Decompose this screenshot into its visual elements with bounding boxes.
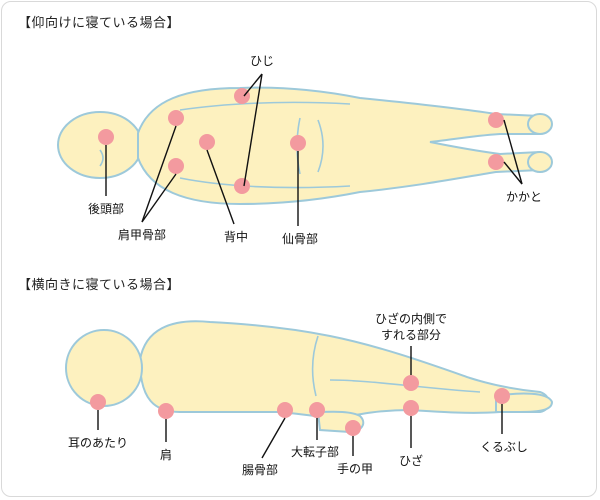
lateral-point-trochanter [309, 402, 325, 418]
label-back-of-hand: 手の甲 [336, 462, 374, 476]
lateral-point-back-of-hand [345, 420, 361, 436]
leader-heel-1 [503, 119, 523, 185]
lateral-point-ilium [277, 402, 293, 418]
supine-point-heel-lower [488, 154, 504, 170]
lateral-head [65, 329, 143, 407]
label-scapula: 肩甲骨部 [117, 228, 167, 242]
leader-elbow-1 [243, 73, 263, 97]
supine-point-scapula-lower [168, 158, 184, 174]
lateral-point-shoulder [158, 403, 174, 419]
supine-point-sacrum [290, 135, 306, 151]
supine-point-scapula-upper [168, 110, 184, 126]
supine-point-occipital [98, 129, 114, 145]
supine-section-title: 【仰向けに寝ている場合】 [18, 16, 181, 31]
label-ankle: くるぶし [480, 440, 528, 454]
supine-foot-lower [527, 151, 553, 173]
supine-point-heel-upper [488, 112, 504, 128]
label-ear: 耳のあたり [67, 436, 129, 450]
supine-arm-upper [179, 101, 351, 111]
supine-ear-line [99, 149, 104, 167]
leader-scapula-1 [141, 125, 177, 223]
supine-arm-lower [179, 177, 351, 189]
supine-point-back [199, 134, 215, 150]
supine-body [137, 86, 550, 206]
supine-hip-line-2 [317, 119, 324, 173]
label-sacrum: 仙骨部 [281, 232, 319, 246]
lateral-point-ear [90, 394, 106, 410]
lateral-section-title: 【横向きに寝ている場合】 [18, 278, 181, 293]
lateral-foot [495, 392, 554, 413]
leader-ilium [261, 417, 286, 459]
lateral-leg-line [329, 379, 481, 393]
label-heel: かかと [505, 190, 543, 204]
label-shoulder: 肩 [159, 448, 173, 462]
label-ilium: 腸骨部 [241, 463, 279, 477]
supine-point-elbow-upper [234, 88, 250, 104]
lateral-body [138, 320, 550, 419]
label-knee: ひざ [398, 454, 424, 468]
label-occipital: 後頭部 [87, 202, 125, 216]
lateral-point-knee-inner [403, 375, 419, 391]
leader-heel-2 [503, 161, 523, 185]
leader-back [206, 149, 235, 225]
label-trochanter: 大転子部 [290, 445, 340, 459]
label-elbow: ひじ [249, 54, 275, 68]
label-knee-inner-2: すれる部分 [380, 328, 442, 342]
lateral-point-ankle [494, 388, 510, 404]
leader-scapula-2 [141, 173, 177, 223]
label-knee-inner-1: ひざの内側で [374, 312, 448, 326]
label-back: 背中 [223, 230, 249, 244]
leader-elbow-2 [243, 73, 263, 187]
supine-foot-upper [527, 113, 553, 135]
lateral-point-knee [403, 400, 419, 416]
lateral-arm [311, 335, 319, 397]
supine-point-elbow-lower [234, 178, 250, 194]
